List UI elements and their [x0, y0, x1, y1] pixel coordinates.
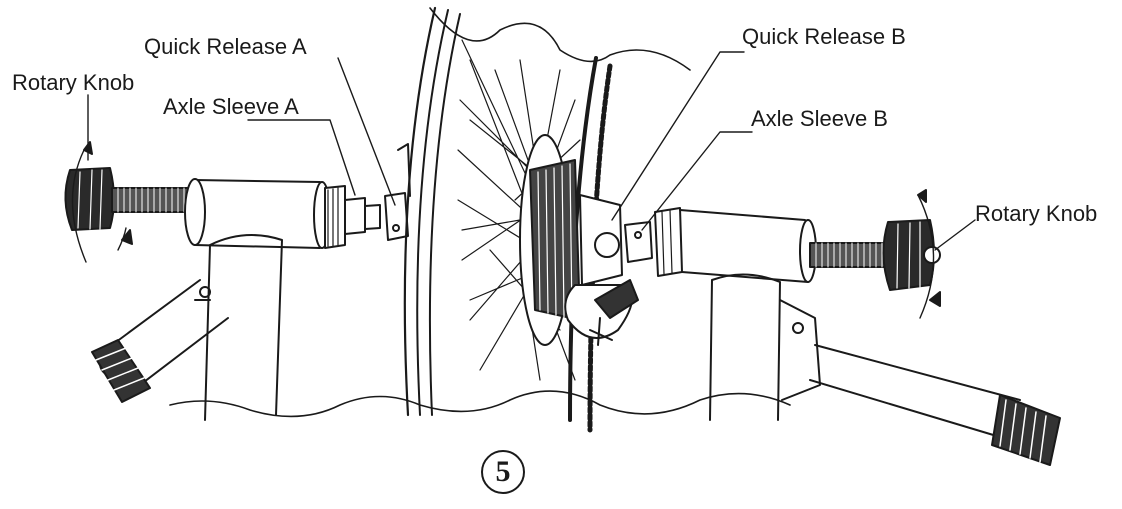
left-leg-tube	[91, 279, 229, 403]
label-rotary-knob-right: Rotary Knob	[975, 201, 1098, 226]
axle-sleeve-b	[654, 207, 683, 277]
right-leg-tube	[809, 344, 1061, 466]
right-threaded-rod	[809, 242, 891, 268]
right-frame-body	[709, 273, 821, 421]
rear-hub-cassette	[519, 134, 623, 346]
label-rotary-knob-left: Rotary Knob	[12, 70, 135, 95]
derailleur	[564, 279, 639, 346]
right-rotary-knob	[882, 189, 941, 319]
left-cylinder	[184, 178, 331, 249]
leader-lines	[87, 51, 976, 251]
wheel-rim	[403, 6, 613, 433]
label-axle-sleeve-a: Axle Sleeve A	[163, 94, 299, 119]
axle-sleeve-a	[324, 185, 381, 249]
left-threaded-rod	[111, 187, 193, 213]
left-rotary-knob	[64, 141, 133, 263]
right-cylinder	[679, 209, 817, 283]
label-axle-sleeve-b: Axle Sleeve B	[751, 106, 888, 131]
quick-release-b	[624, 221, 653, 263]
cutaway-lines	[169, 7, 791, 418]
step-number-badge: 5	[481, 450, 525, 494]
left-frame-body	[194, 234, 283, 421]
label-quick-release-b: Quick Release B	[742, 24, 906, 49]
label-quick-release-a: Quick Release A	[144, 34, 307, 59]
